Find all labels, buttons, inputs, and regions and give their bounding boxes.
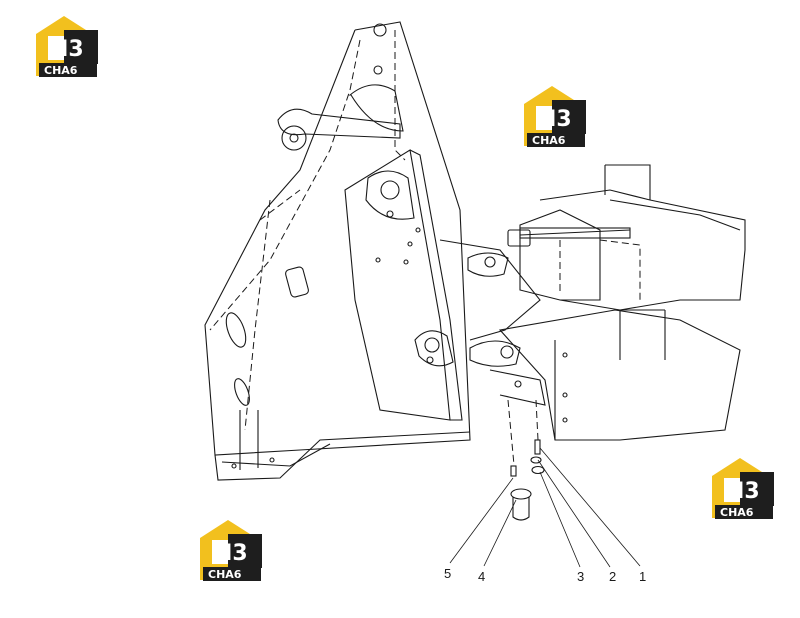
watermark-brand-bottom: CHA6 xyxy=(208,568,242,581)
watermark-brand-bottom: CHA6 xyxy=(532,134,566,147)
grease-nipple xyxy=(510,465,517,477)
spring-washer xyxy=(531,465,545,475)
watermark-brand-top: H3 xyxy=(214,541,248,566)
callout-2: 2 xyxy=(609,569,616,584)
watermark-logo: H3 CHA6 xyxy=(36,16,98,77)
callout-3: 3 xyxy=(577,569,584,584)
washer xyxy=(530,456,542,464)
pin xyxy=(512,497,530,521)
watermark-logo: H3 CHA6 xyxy=(524,86,586,147)
pin-assembly xyxy=(507,399,545,521)
front-frame-tower xyxy=(204,21,471,481)
callout-5: 5 xyxy=(444,566,451,581)
watermark-brand-top: H3 xyxy=(538,107,572,132)
callout-1: 1 xyxy=(639,569,646,584)
watermark-brand-bottom: CHA6 xyxy=(720,506,754,519)
watermark-logo: H3 CHA6 xyxy=(712,458,774,519)
rear-frame xyxy=(439,164,746,441)
bolt xyxy=(534,439,541,455)
watermark-logo: H3 CHA6 xyxy=(200,520,262,581)
callout-4: 4 xyxy=(478,569,485,584)
watermark-brand-top: H3 xyxy=(50,37,84,62)
pin-plate xyxy=(510,488,532,500)
watermark-brand-top: H3 xyxy=(726,479,760,504)
watermark-brand-bottom: CHA6 xyxy=(44,64,78,77)
